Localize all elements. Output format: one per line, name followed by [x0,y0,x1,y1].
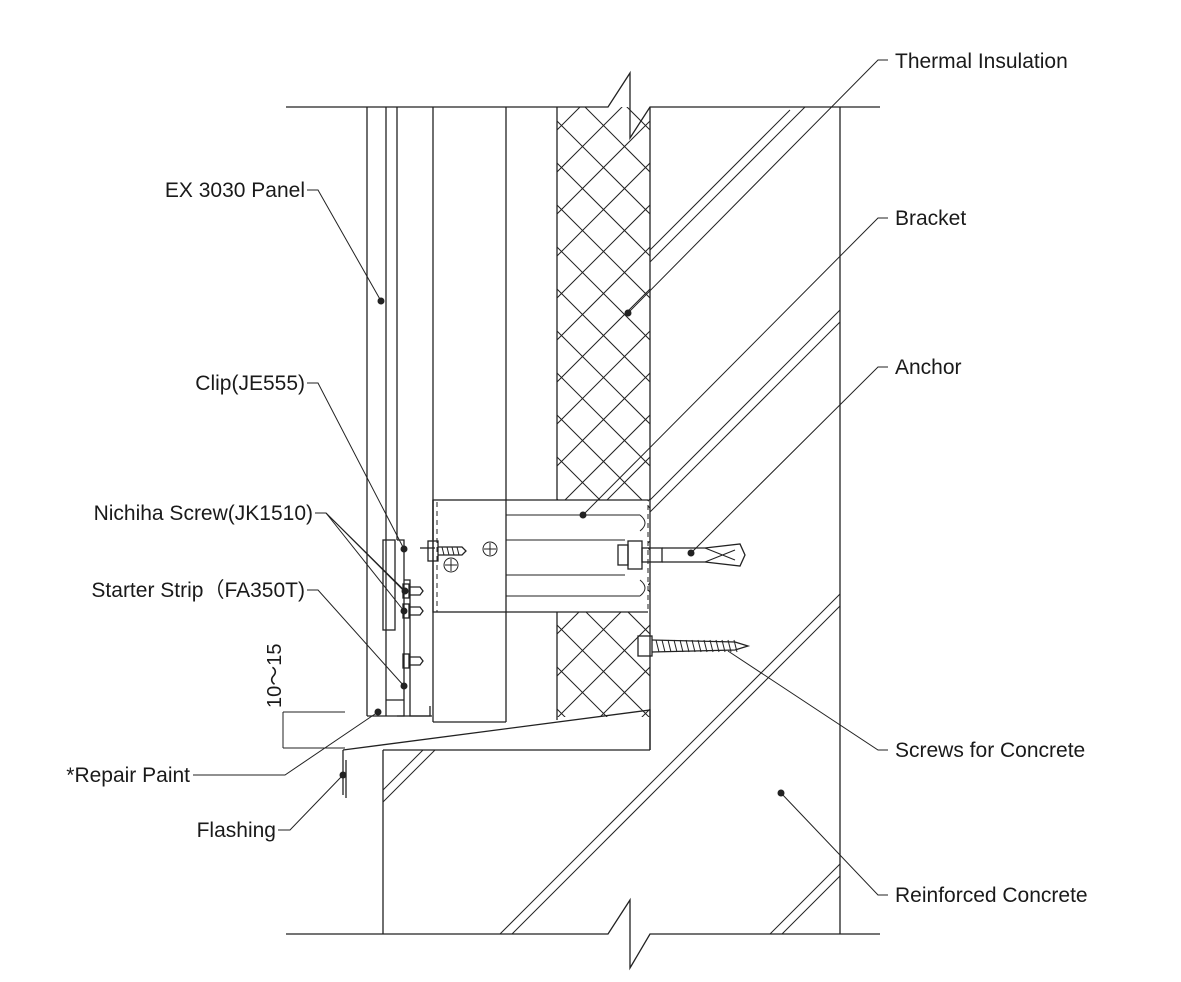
labels: Thermal Insulation EX 3030 Panel Bracket… [66,50,1087,907]
flashing [342,709,651,798]
gap-dimension: 10～15 [264,644,345,749]
ex-panel [366,107,434,717]
dimension-text: 10～15 [264,644,286,709]
reinforced-concrete [382,106,841,935]
label-reinforced-concrete: Reinforced Concrete [895,884,1088,907]
label-flashing: Flashing [197,819,276,842]
concrete-screw [637,635,751,657]
thermal-insulation [505,107,650,720]
furring-strip [432,107,507,723]
break-lines [286,70,880,971]
panel-screw [427,540,467,562]
label-bracket: Bracket [895,207,966,230]
nichiha-screws [402,583,424,669]
clip-and-starter [382,539,435,717]
label-thermal-insulation: Thermal Insulation [895,50,1068,73]
anchor [617,540,746,570]
label-starter-strip: Starter Strip（FA350T) [91,579,305,602]
label-anchor: Anchor [895,356,962,379]
label-screws-for-concrete: Screws for Concrete [895,739,1085,762]
label-ex-panel: EX 3030 Panel [165,179,305,202]
label-nichiha-screw: Nichiha Screw(JK1510) [94,502,313,525]
label-repair-paint: *Repair Paint [66,764,190,787]
bracket [432,499,649,613]
label-clip: Clip(JE555) [195,372,305,395]
leaders [193,59,888,896]
